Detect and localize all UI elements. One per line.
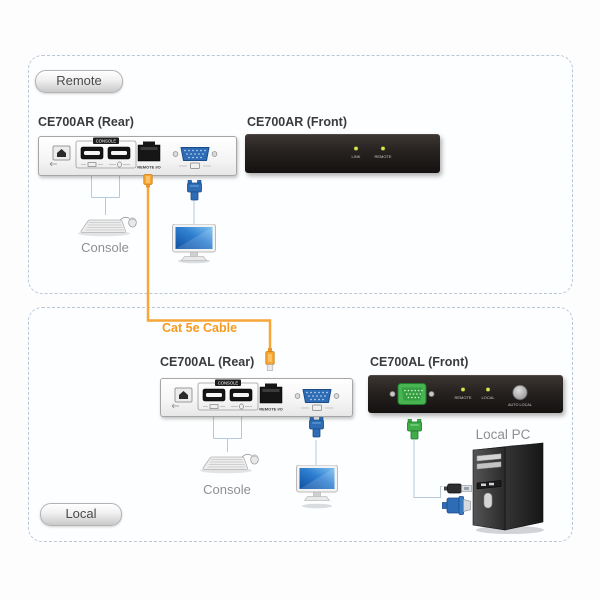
rj45-label: REMOTE I/O (137, 165, 161, 170)
link-led-label: LINK (352, 154, 361, 159)
keyboard-icon (80, 219, 126, 233)
drive-bay (476, 461, 502, 470)
keyboard-glyph (87, 162, 97, 167)
console-port-keyboard (202, 388, 226, 402)
local-console-group (196, 449, 264, 480)
console-tag (93, 137, 119, 144)
remote-led (460, 387, 466, 392)
remote-front-title: CE700AR (Front) (247, 115, 348, 129)
remote-monitor (171, 223, 217, 269)
console-tag-label: CONSOLE (96, 139, 117, 144)
keyboard-glyph (209, 404, 219, 409)
remote-vga-connector (186, 179, 202, 206)
local-led (485, 387, 491, 392)
local-console-label: Console (203, 482, 251, 497)
remote-console-label: Console (81, 240, 129, 255)
remote-rear-title: CE700AR (Rear) (38, 115, 134, 129)
power-icon (49, 161, 57, 167)
mouse-icon (250, 454, 259, 465)
console-bracket-remote (91, 176, 120, 215)
console-port-keyboard (80, 146, 104, 160)
console-tag-label: CONSOLE (218, 381, 239, 386)
local-led-label: LOCAL (481, 395, 495, 400)
mouse-icon (128, 217, 137, 228)
remote-badge: Remote (35, 70, 123, 93)
cat5e-cable-label: Cat 5e Cable (162, 321, 238, 335)
local-rear-title: CE700AL (Rear) (160, 355, 255, 369)
remote-rear-device: CONSOLE REMOTE I/O (38, 136, 237, 176)
cat5e-plug-top (143, 174, 153, 193)
local-front-device: REMOTE LOCAL AUTO LOCAL (368, 375, 563, 413)
monitor-glyph (190, 162, 200, 169)
local-pc-label: Local PC (475, 427, 531, 442)
vga-port (294, 389, 340, 403)
local-pc-tower (468, 441, 548, 540)
console-tag (215, 379, 241, 386)
console-port-mouse (107, 146, 131, 160)
cat5e-plug-bottom (265, 348, 275, 376)
rj45-port (259, 383, 283, 404)
console-bracket-local (213, 417, 242, 452)
link-led (353, 146, 359, 151)
auto-local-label: AUTO LOCAL (508, 403, 532, 407)
mouse-cable (241, 453, 252, 458)
monitor-screen (299, 468, 335, 489)
drive-bay (476, 453, 502, 462)
pc-cable-line (413, 440, 443, 498)
remote-front-device: LINK REMOTE (245, 134, 440, 173)
local-rear-device: CONSOLE REMOTE I/O (160, 378, 353, 417)
local-monitor (295, 464, 339, 514)
power-icon (171, 403, 179, 409)
monitor-glyph (312, 404, 322, 411)
auto-local-button[interactable] (512, 384, 528, 401)
local-front-title: CE700AL (Front) (370, 355, 469, 369)
local-vga-connector (308, 416, 324, 443)
vga-port (172, 147, 218, 161)
remote-console-group (74, 212, 142, 243)
pc-vga-connector (441, 495, 471, 521)
remote-led-label: REMOTE (454, 395, 471, 400)
rj45-label: REMOTE I/O (259, 407, 283, 412)
power-button (483, 492, 493, 509)
console-port-mouse (229, 388, 253, 402)
mouse-glyph (239, 403, 244, 410)
mouse-glyph (117, 161, 122, 168)
green-vga-connector (406, 418, 422, 445)
local-vga-port (389, 383, 435, 405)
remote-led (380, 146, 386, 151)
local-badge: Local (40, 503, 122, 526)
remote-led-label: REMOTE (374, 154, 391, 159)
cat5e-cable (146, 186, 272, 349)
keyboard-icon (202, 456, 248, 470)
mouse-cable (119, 216, 130, 221)
rj45-port (137, 141, 161, 162)
monitor-screen (175, 227, 213, 249)
usb-plug (444, 481, 472, 499)
